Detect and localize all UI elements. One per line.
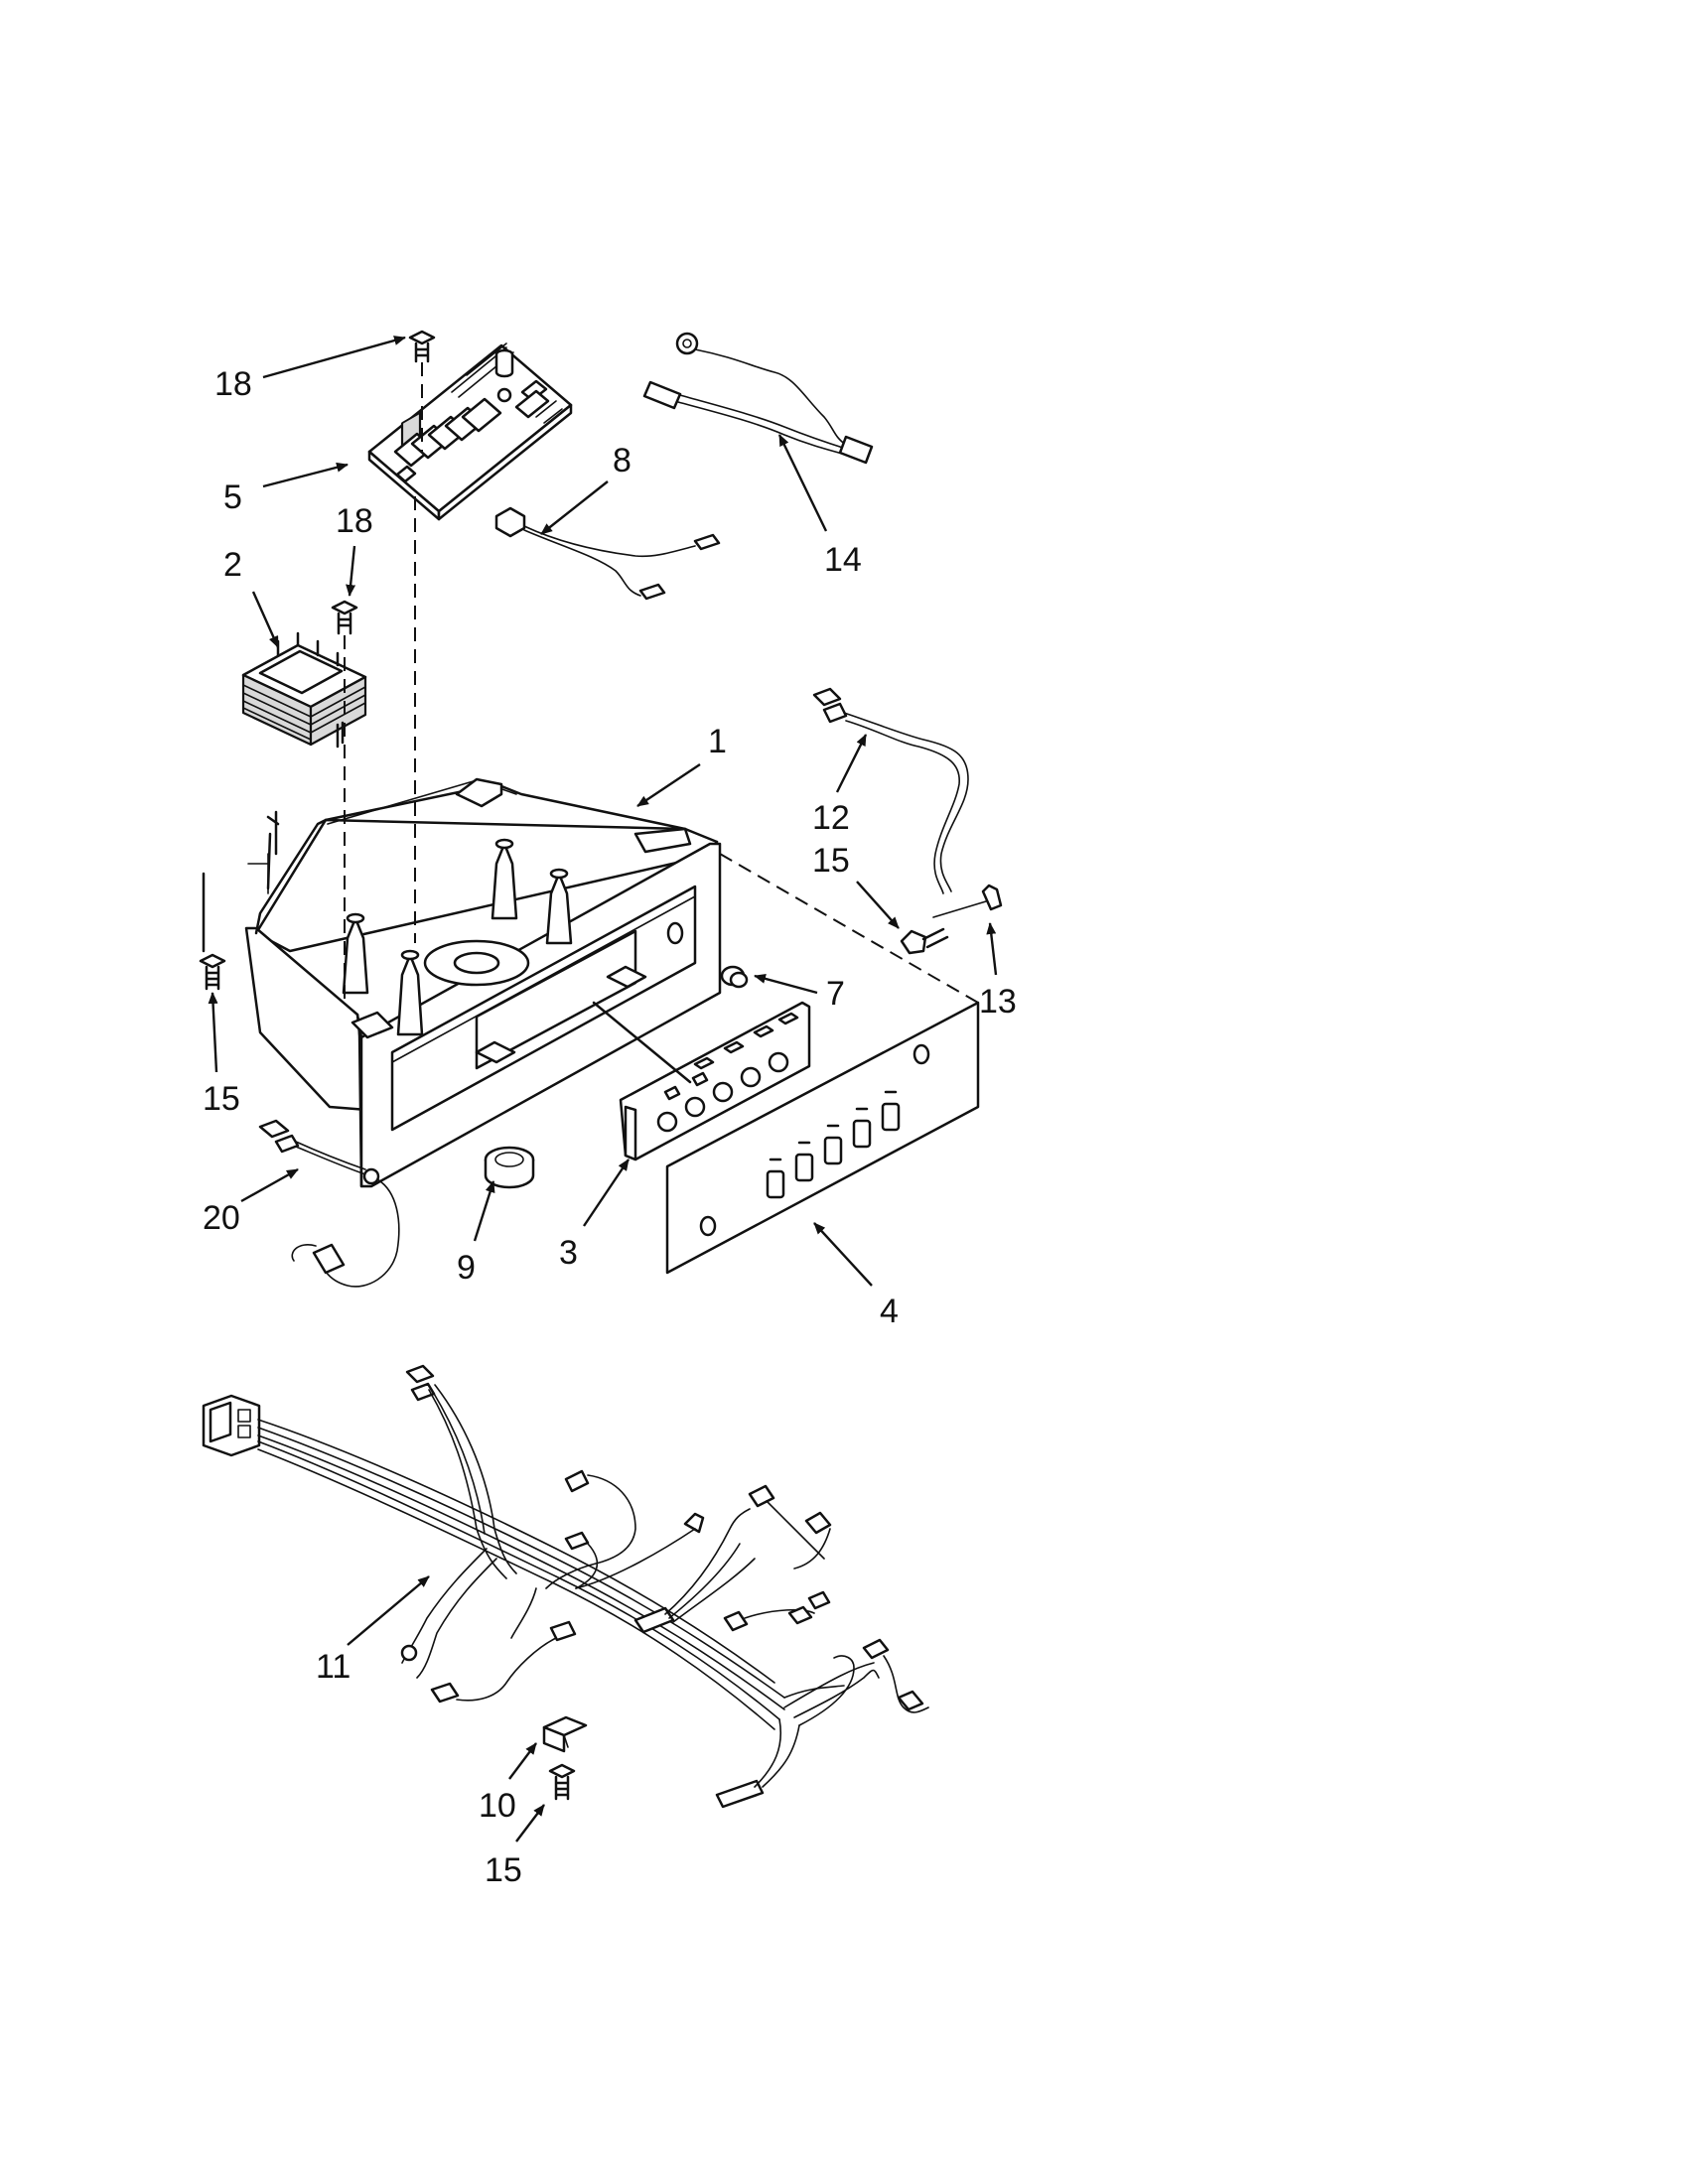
part-14-wire-harness [642, 332, 874, 465]
callout-20: 20 [203, 1199, 240, 1237]
callout-4: 4 [880, 1293, 899, 1330]
callout-18-middle: 18 [336, 502, 373, 540]
part-4-control-overlay [665, 1001, 980, 1275]
callout-13: 13 [979, 983, 1017, 1021]
part-18-screw-middle [331, 600, 358, 635]
part-13-ground-clip [932, 884, 1003, 918]
callout-14: 14 [824, 541, 862, 579]
callout-8: 8 [613, 442, 632, 479]
part-5-control-board [367, 342, 573, 521]
callout-18-top: 18 [214, 365, 252, 403]
part-12-wire [812, 687, 969, 894]
callout-15-bottom: 15 [485, 1851, 522, 1889]
callout-7: 7 [826, 975, 845, 1013]
part-18-screw-top [408, 330, 436, 363]
part-15-screw-bottom [548, 1763, 576, 1801]
callout-9: 9 [457, 1249, 476, 1287]
callout-labels: 18 5 18 2 8 14 1 12 15 13 7 15 20 9 3 4 … [203, 365, 1017, 1889]
part-9-bumper [484, 1146, 535, 1189]
part-3-switch-board [619, 1001, 811, 1161]
part-7-knob [720, 965, 749, 989]
part-11-main-harness [202, 1364, 929, 1809]
callout-10: 10 [479, 1787, 516, 1825]
part-15-screw-right [900, 927, 949, 955]
callout-2: 2 [223, 546, 242, 584]
callout-3: 3 [559, 1234, 578, 1272]
callout-1: 1 [708, 723, 727, 760]
part-1-control-housing [244, 777, 722, 1188]
alignment-lines [202, 362, 979, 1084]
callout-arrows [208, 336, 998, 1843]
callout-5: 5 [223, 478, 242, 516]
callout-15-right: 15 [812, 842, 850, 880]
callout-11: 11 [316, 1648, 351, 1686]
part-10-clamp [542, 1715, 588, 1753]
part-20-sensor [258, 1119, 400, 1288]
part-15-screw-left [199, 953, 226, 991]
callout-15-left: 15 [203, 1080, 240, 1118]
part-2-transformer [241, 631, 367, 749]
part-8-wire-harness [494, 506, 721, 601]
callout-12: 12 [812, 799, 850, 837]
